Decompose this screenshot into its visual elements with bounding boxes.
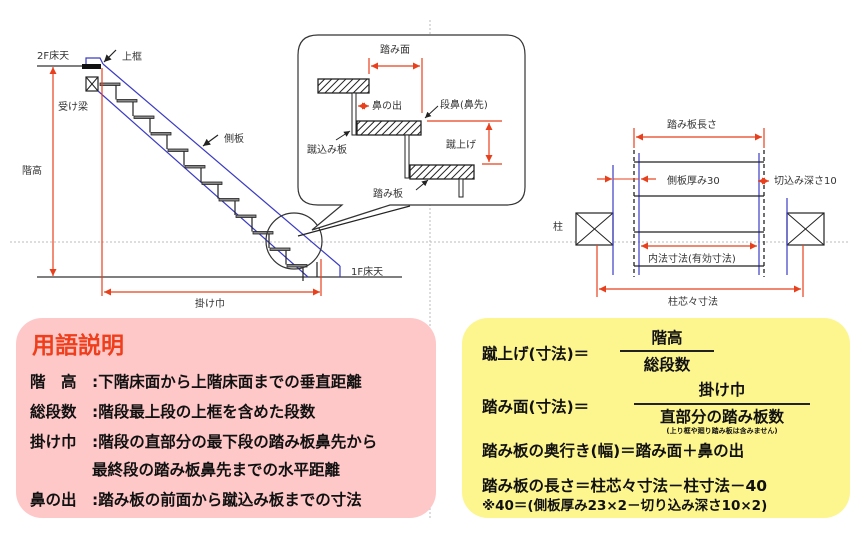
tread-board-middle	[356, 120, 422, 136]
terms-panel: 用語説明 階 高:下階床面から上階床面までの垂直距離 総段数:階段最上段の上框を…	[16, 318, 436, 518]
label-riser-height: 蹴上げ	[446, 138, 476, 151]
upper-frame-outline	[85, 57, 104, 65]
tread-depth-formula: 踏み板の奥行き(幅)＝踏み面＋鼻の出	[482, 442, 745, 460]
label-nosing: 鼻の出	[372, 99, 402, 112]
term-desc: 階段の直部分の最下段の踏み板鼻先から	[98, 433, 378, 451]
label-tread-length: 踏み板長さ	[667, 118, 717, 131]
tread-formula-note: (上り框や廻り踏み板は含みません)	[666, 427, 778, 435]
label-tread-board: 踏み板	[373, 187, 403, 200]
plan-view: 踏み板長さ 側板厚み30 切込み深さ10 柱 内法寸法(有効寸法) 柱芯々寸法	[553, 118, 837, 308]
label-upper-frame: 上框	[122, 50, 142, 63]
term-key: 鼻の出	[30, 491, 77, 509]
label-floor-2f: 2F床天	[37, 49, 69, 62]
stair-tread	[167, 148, 189, 152]
upper-frame	[82, 64, 101, 69]
riser-formula-denominator: 総段数	[643, 356, 691, 374]
receiving-beam-icon	[85, 76, 99, 92]
tread-formula-numerator: 掛け巾	[698, 381, 746, 399]
label-inner-dimension: 内法寸法(有効寸法)	[648, 252, 736, 265]
stair-tread	[218, 198, 240, 202]
label-story-height: 階高	[22, 164, 42, 177]
tread-length-formula: 踏み板の長さ＝柱芯々寸法－柱寸法－40	[482, 477, 768, 495]
term-item: 階 高:下階床面から上階床面までの垂直距離	[30, 370, 362, 392]
stair-tread	[201, 181, 223, 185]
tread-board-upper	[317, 78, 370, 94]
label-receiving-beam: 受け梁	[58, 100, 88, 113]
term-item: 掛け巾:階段の直部分の最下段の踏み板鼻先から	[30, 430, 377, 452]
stair-tread	[235, 214, 257, 218]
label-step-nose: 段鼻(鼻先)	[440, 98, 488, 111]
label-notch-depth: 切込み深さ10	[774, 175, 837, 187]
term-key: 総段数	[30, 403, 77, 421]
stringer-upper	[102, 63, 341, 267]
stair-tread	[133, 115, 155, 119]
term-key: 掛け巾	[30, 433, 77, 451]
label-stringer: 側板	[224, 132, 244, 145]
label-floor-1f: 1F床天	[351, 265, 383, 278]
label-riser-board: 蹴込み板	[307, 143, 347, 156]
stair-tread	[269, 247, 291, 251]
detail-callout: 踏み面 鼻の出 段鼻(鼻先) 蹴込み板 蹴上げ 踏み板	[297, 34, 526, 237]
label-tread-surface: 踏み面	[380, 43, 410, 56]
label-column: 柱	[553, 220, 563, 233]
riser-formula-lhs: 蹴上げ(寸法)＝	[482, 345, 590, 363]
riser-formula-numerator: 階高	[651, 329, 683, 347]
tread-formula-denominator: 直部分の踏み板数	[659, 408, 784, 426]
term-item: 総段数:階段最上段の上框を含めた段数	[30, 400, 315, 422]
term-sep: :	[92, 491, 99, 509]
side-view: 2F床天 上框 受け梁 階高 側板 1F床天 掛け巾	[22, 49, 402, 310]
term-desc: 踏み板の前面から蹴込み板までの寸法	[98, 491, 362, 509]
term-sep: :	[92, 373, 99, 391]
term-sep: :	[92, 433, 99, 451]
tread-length-note: ※40＝(側板厚み23×2－切り込み深さ10×2)	[482, 498, 768, 514]
formula-panel: 蹴上げ(寸法)＝ 階高 総段数 踏み面(寸法)＝ 掛け巾 直部分の踏み板数 (上…	[462, 318, 850, 518]
term-desc: 階段最上段の上框を含めた段数	[98, 403, 316, 421]
terms-title: 用語説明	[32, 333, 124, 359]
stair-tread	[184, 165, 206, 169]
stair-tread	[116, 99, 138, 103]
tread-fraction-bar	[634, 403, 810, 405]
stair-steps	[99, 82, 318, 281]
tread-board-lower	[409, 164, 475, 180]
label-column-center: 柱芯々寸法	[668, 295, 718, 308]
column-left-icon	[575, 212, 614, 246]
column-right-icon	[786, 212, 825, 246]
term-desc-continued: 最終段の踏み板鼻先までの水平距離	[92, 461, 341, 479]
term-desc: 下階床面から上階床面までの垂直距離	[98, 373, 362, 391]
term-sep: :	[92, 403, 99, 421]
term-item: 鼻の出:踏み板の前面から蹴込み板までの寸法	[30, 488, 362, 510]
detail-circle	[265, 212, 323, 270]
stair-tread	[150, 132, 172, 136]
stair-tread	[252, 231, 274, 235]
tread-formula-lhs: 踏み面(寸法)＝	[482, 398, 590, 416]
riser-fraction-bar	[620, 350, 714, 352]
term-key: 階 高	[30, 373, 77, 391]
label-stringer-thickness: 側板厚み30	[667, 174, 720, 187]
label-span: 掛け巾	[195, 297, 225, 310]
stair-tread	[99, 82, 121, 86]
